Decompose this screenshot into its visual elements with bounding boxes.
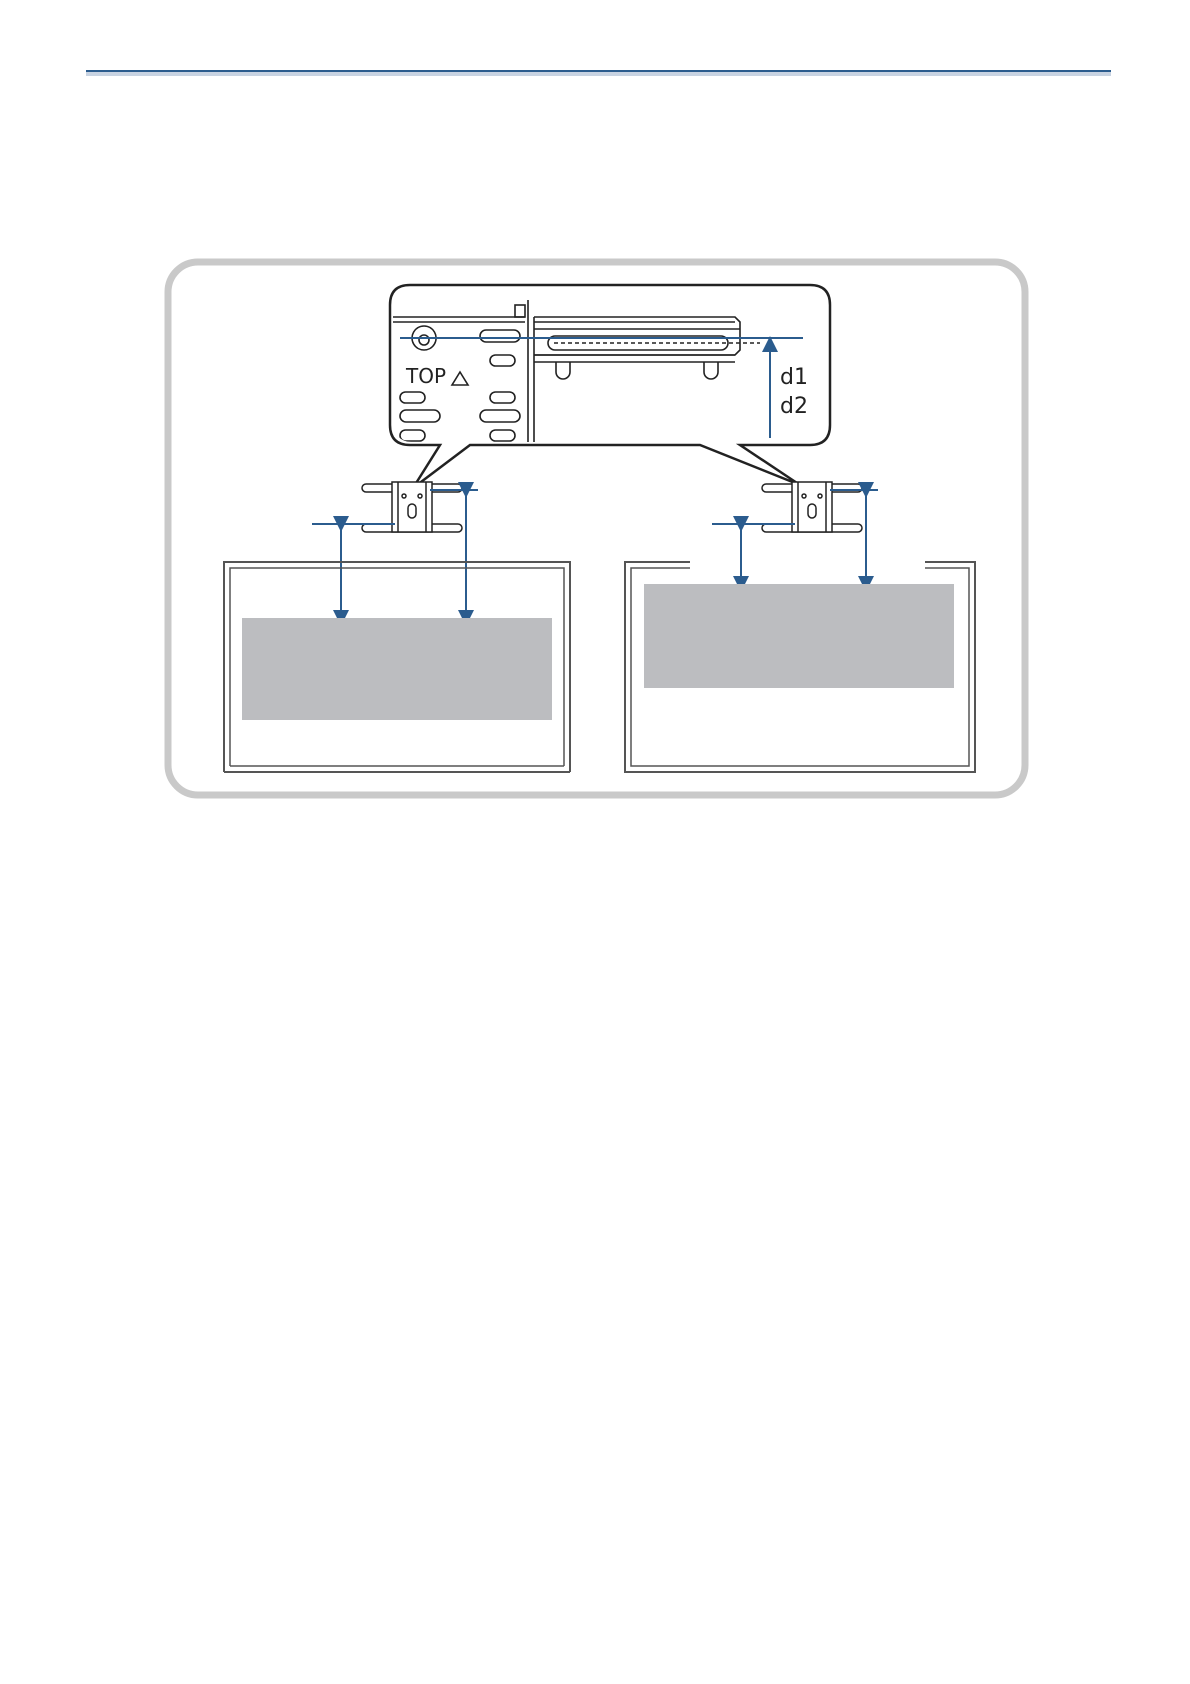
right-projected-image (644, 584, 954, 688)
label-d1: d1 (780, 365, 808, 390)
label-top: TOP (405, 364, 446, 388)
left-projected-image (242, 618, 552, 720)
label-d2: d2 (780, 394, 808, 419)
